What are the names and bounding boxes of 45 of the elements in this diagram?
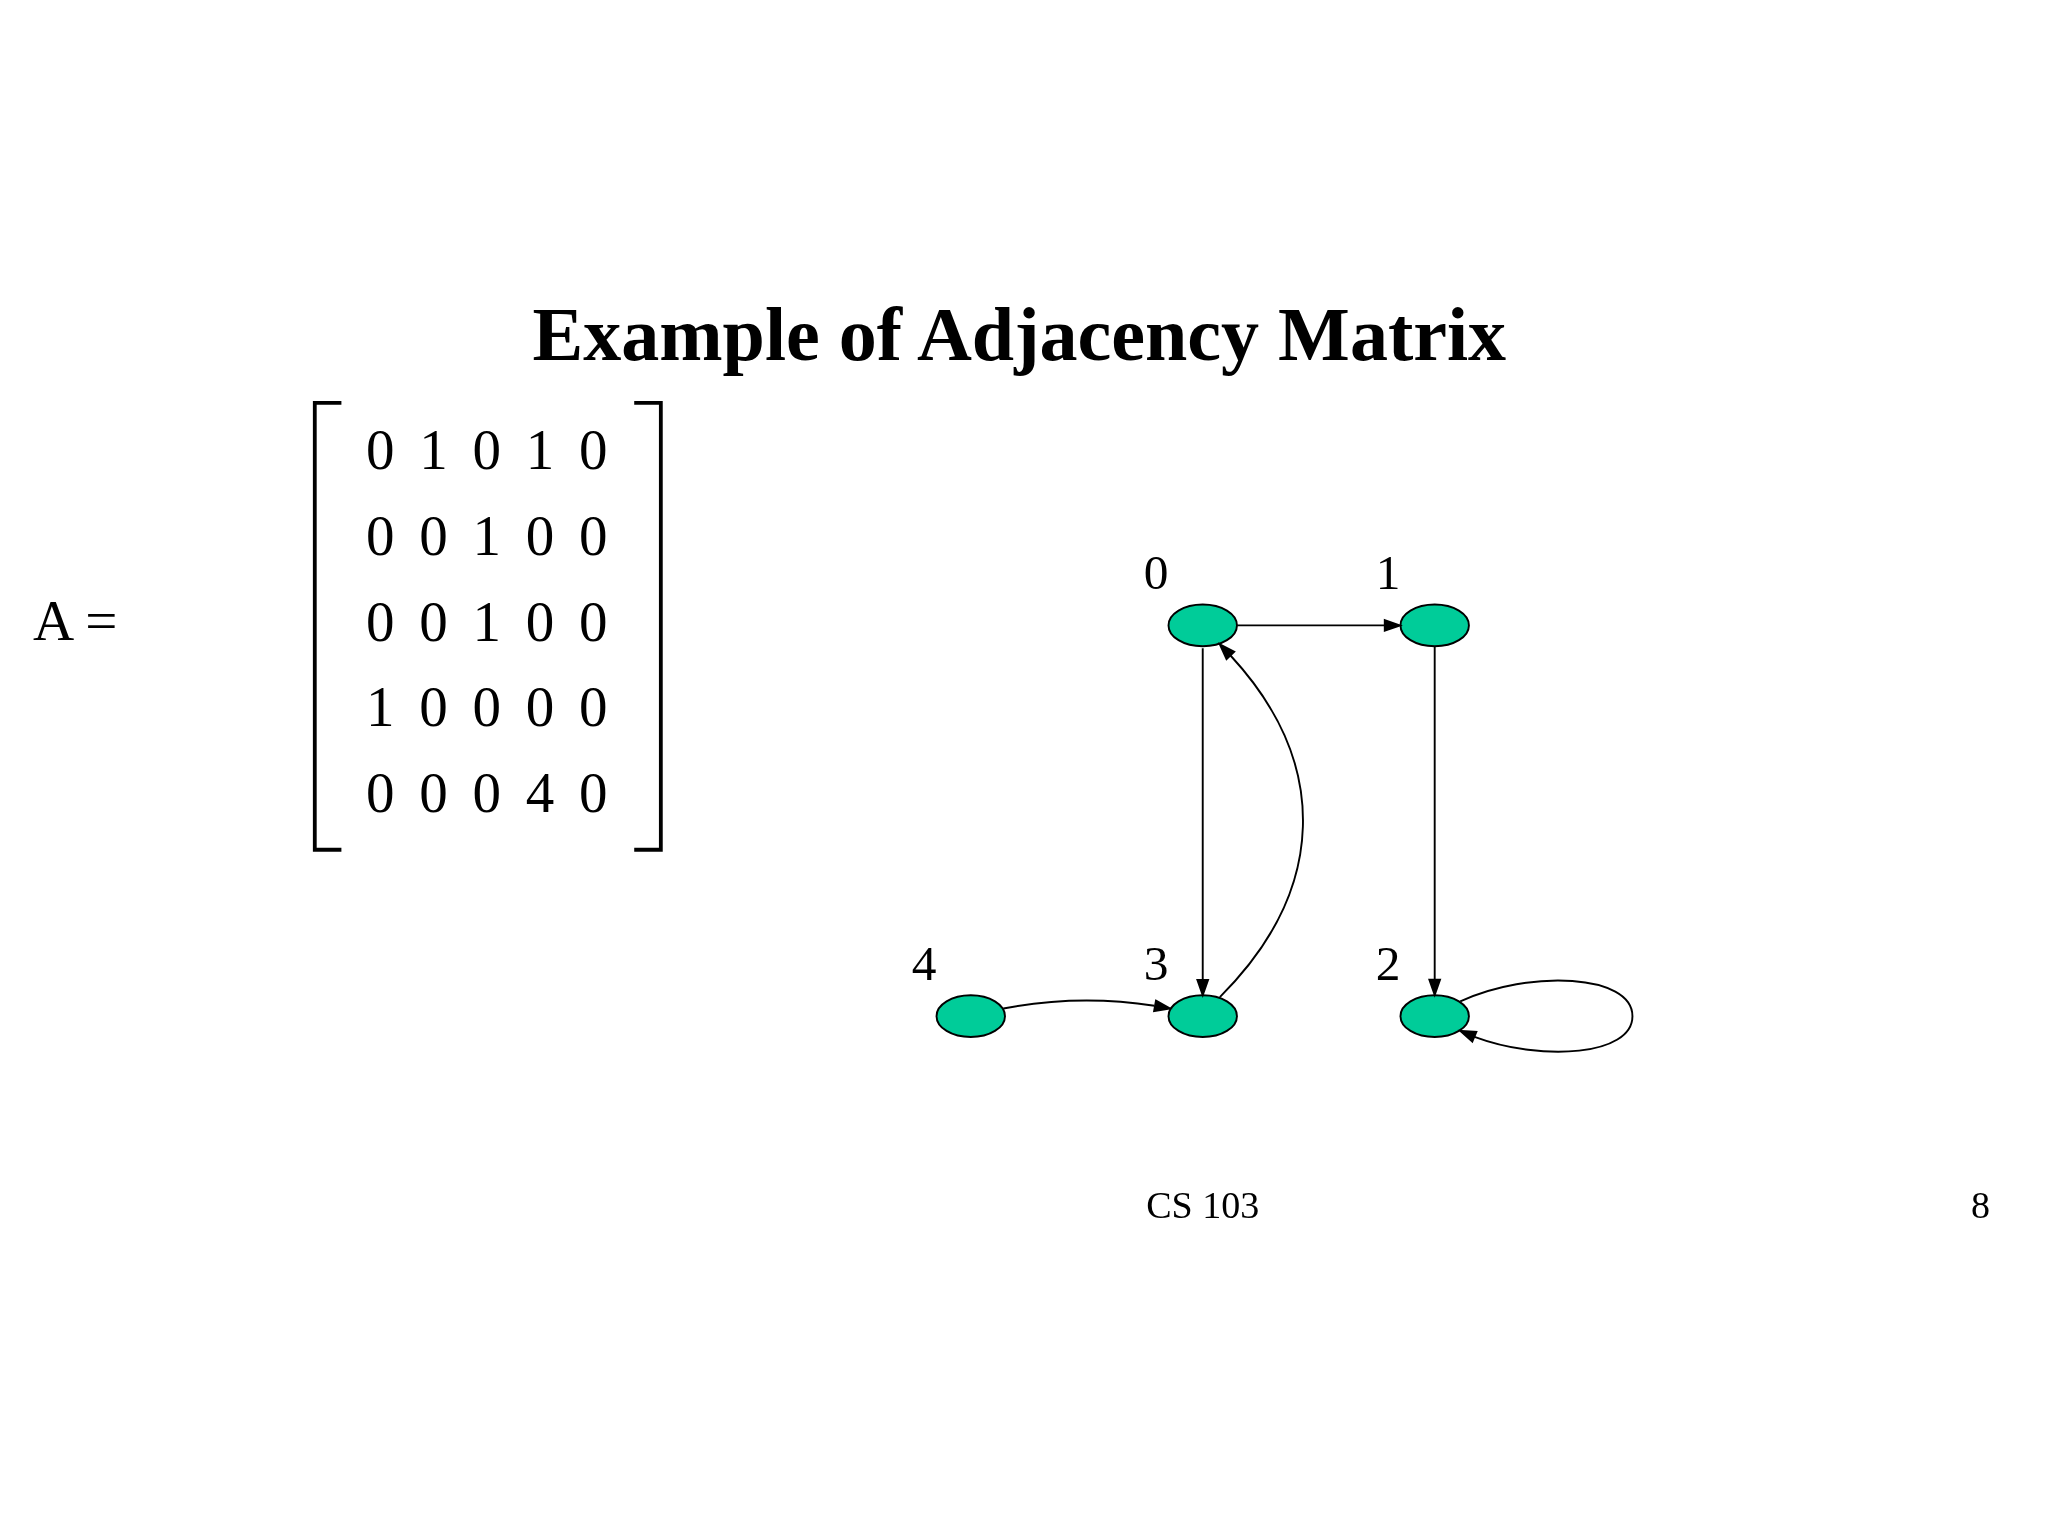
- label: 0: [579, 760, 608, 824]
- label: 0: [579, 589, 608, 653]
- node-label: 4: [911, 935, 937, 991]
- label: 8: [1970, 1183, 1990, 1226]
- node-label: 3: [1143, 935, 1169, 991]
- label: 0: [366, 760, 395, 824]
- arrow: [1428, 645, 1442, 998]
- arrow: [1217, 642, 1304, 999]
- label: 0: [525, 675, 555, 739]
- label: 1: [419, 418, 448, 482]
- label: 0: [472, 675, 502, 739]
- node-label: 0: [1143, 544, 1169, 600]
- node-ellipse: [935, 994, 1006, 1038]
- label: 0: [366, 418, 395, 482]
- label: 0: [419, 504, 448, 568]
- label: 0: [472, 760, 502, 824]
- label: 1: [366, 675, 395, 739]
- label: A =: [32, 588, 118, 652]
- arrow: [1196, 647, 1210, 999]
- label: 1: [472, 504, 502, 568]
- label: 0: [366, 504, 395, 568]
- arrow: [1457, 979, 1634, 1053]
- label: 0: [579, 418, 608, 482]
- node-label: 1: [1375, 544, 1401, 600]
- label: 0: [525, 504, 555, 568]
- label: 0: [419, 675, 448, 739]
- node-ellipse: [1399, 603, 1470, 648]
- label: CS 103: [1146, 1183, 1260, 1226]
- node-ellipse: [1167, 994, 1238, 1038]
- label: 1: [472, 589, 502, 653]
- node-label: 2: [1375, 935, 1401, 991]
- label: 0: [579, 675, 608, 739]
- label: 1: [525, 418, 555, 482]
- node-ellipse: [1167, 603, 1238, 648]
- label: 0: [472, 418, 502, 482]
- label: 0: [419, 760, 448, 824]
- label: 0: [419, 589, 448, 653]
- label: 0: [366, 589, 395, 653]
- diagram-title: Example of Adjacency Matrix: [532, 292, 1507, 377]
- arrow: [1002, 999, 1173, 1013]
- label: 4: [525, 760, 555, 824]
- node-ellipse: [1399, 994, 1470, 1038]
- label: 0: [579, 504, 608, 568]
- arrow: [1236, 618, 1403, 633]
- label: 0: [525, 589, 555, 653]
